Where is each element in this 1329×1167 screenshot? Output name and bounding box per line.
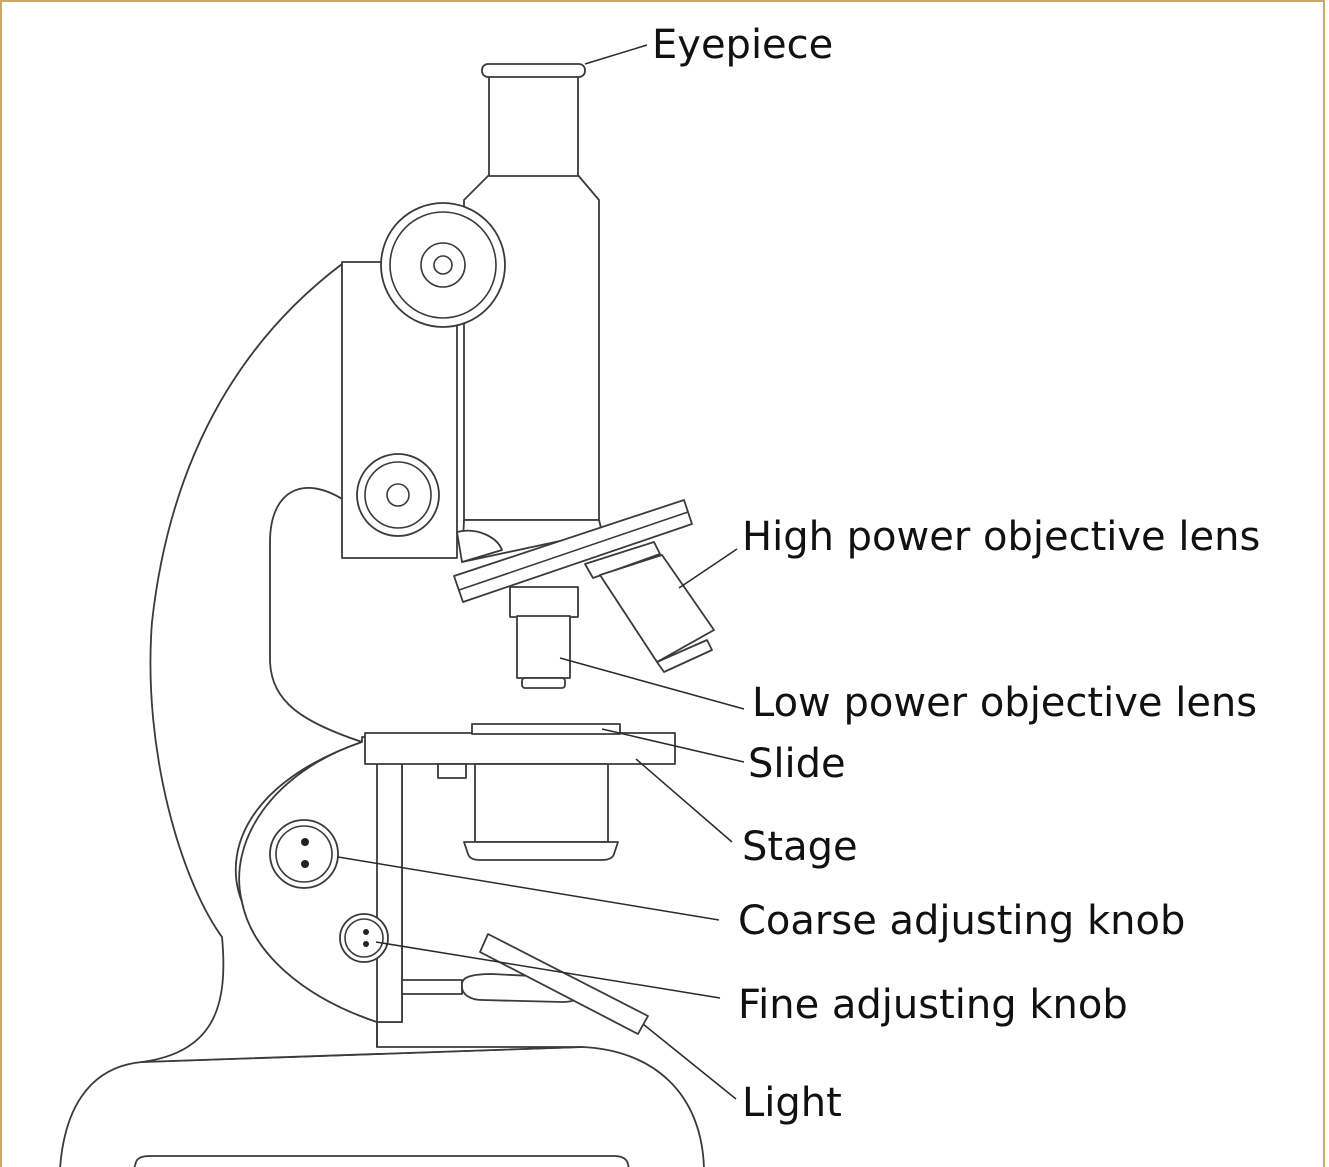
slide [471,723,621,735]
label-coarse-adjusting-knob: Coarse adjusting knob [738,898,1185,944]
high-power-objective [599,554,715,663]
arm-joint [456,529,503,563]
stage-pillar [238,736,403,1048]
mirror-arm [401,979,463,995]
stage-clip [437,763,467,779]
leader-slide [601,728,745,763]
low-power-objective-tip [521,677,566,689]
microscope-base [59,1046,705,1167]
label-eyepiece: Eyepiece [652,22,833,68]
diaphragm [463,841,619,861]
fine-knob [339,913,389,963]
leader-high-power [678,548,738,589]
base-plate [133,1155,630,1167]
low-power-objective-mount [509,586,579,618]
leader-stage [635,758,733,843]
mid-focus-knob [356,453,440,537]
label-low-power-objective: Low power objective lens [752,680,1257,726]
top-focus-knob [380,202,506,328]
high-power-objective-mount [584,541,661,579]
label-slide: Slide [748,741,846,787]
low-power-objective [516,615,571,679]
nosepiece-edge [458,511,689,591]
leader-coarse [337,856,720,921]
label-light: Light [742,1080,842,1126]
leader-light [642,1023,737,1100]
stage-top [364,732,676,765]
label-high-power-objective: High power objective lens [742,514,1260,560]
stage-pillar-front [376,737,403,1023]
leader-eyepiece [584,44,648,65]
leader-low-power [559,657,745,710]
high-power-objective-tip [656,639,713,673]
condenser [474,763,609,843]
eyepiece-tube [488,73,579,177]
label-stage: Stage [742,824,858,870]
coarse-knob [269,819,339,889]
light-mirror [479,933,649,1035]
label-fine-adjusting-knob: Fine adjusting knob [738,982,1128,1028]
leader-fine [375,941,721,999]
eyepiece-cap [481,63,586,78]
